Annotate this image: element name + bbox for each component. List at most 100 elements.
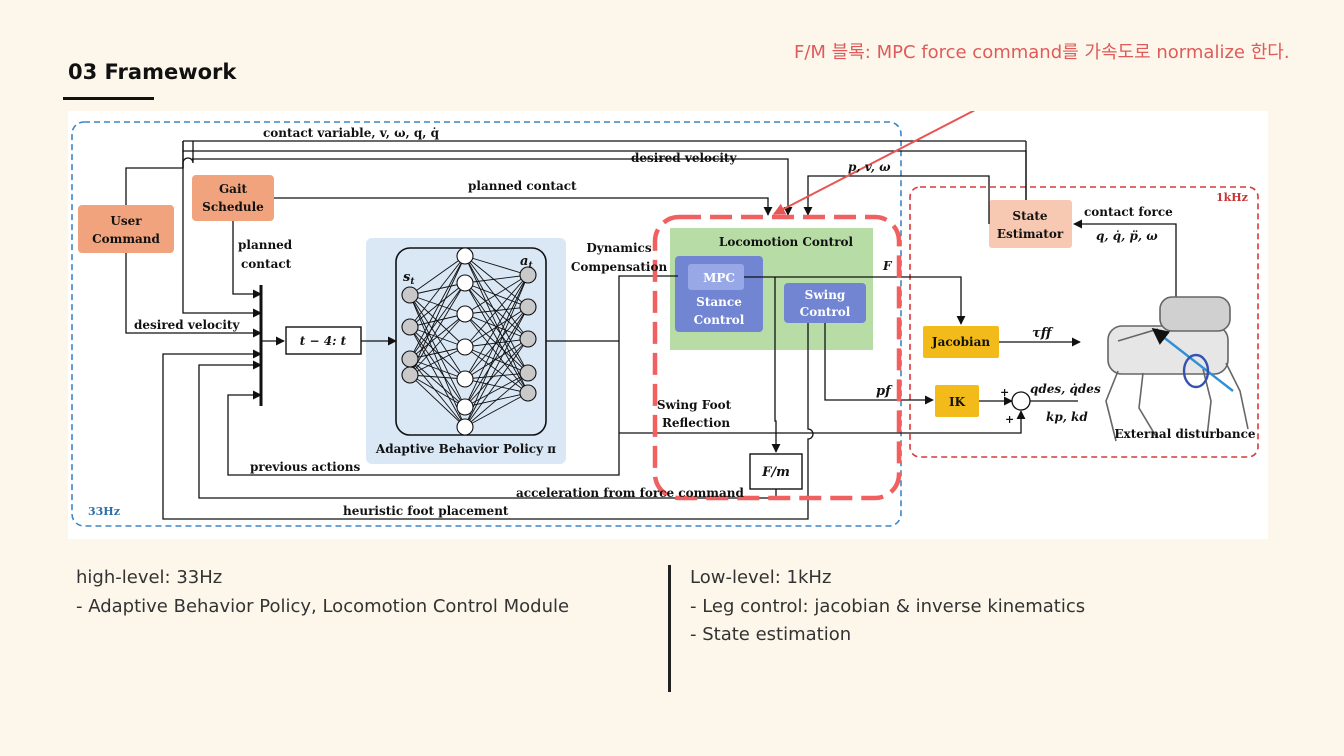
network-connection [464, 274, 529, 284]
annotation-note: F/M 블록: MPC force command를 가속도로 normaliz… [794, 42, 1290, 63]
note-line: - Leg control: jacobian & inverse kinema… [690, 595, 1086, 617]
network-connection [409, 346, 466, 376]
network-node [456, 370, 474, 388]
state-estimator-block [989, 200, 1072, 248]
quadruped-robot [1105, 296, 1249, 442]
network-connection [409, 255, 466, 360]
vertical-divider [668, 565, 671, 692]
dynamics-comp-label-2: Compensation [571, 260, 668, 274]
network-connection [464, 274, 529, 315]
policy-label: Adaptive Behavior Policy π [375, 442, 556, 456]
contact-force-label: contact force [1084, 205, 1173, 219]
state-estimator-label-1: State [1012, 209, 1048, 223]
planned-contact-left-2: contact [241, 257, 292, 271]
stance-control-label-2: Control [694, 313, 745, 327]
network-node [456, 338, 474, 356]
state-estimator-label-2: Estimator [997, 227, 1064, 241]
jacobian-label: Jacobian [931, 335, 990, 349]
pf-label: pf [876, 384, 893, 399]
plus-sign-2: + [1005, 413, 1014, 426]
network-connection [464, 274, 529, 348]
mpc-block [688, 264, 744, 290]
previous-actions-label: previous actions [250, 460, 360, 474]
tau-ff-label: τff [1032, 326, 1054, 341]
kp-kd-label: kp, kd [1046, 410, 1088, 424]
network-connection [464, 255, 529, 308]
annotation-arrow [772, 111, 976, 215]
swing-control-label-2: Control [800, 305, 851, 319]
desired-velocity-left-label: desired velocity [134, 318, 240, 332]
network-node [519, 298, 537, 316]
disturbance-arrows [1151, 327, 1234, 392]
network-connection [409, 282, 466, 328]
time-window-block [285, 326, 362, 355]
planned-contact-left-1: planned [238, 238, 293, 252]
stance-control-label-1: Stance [696, 295, 742, 309]
network-node [456, 418, 474, 436]
network-connection [409, 374, 466, 428]
network-node [401, 318, 419, 336]
network-connection [464, 306, 529, 408]
desired-velocity-top-label: desired velocity [631, 151, 737, 165]
qdes-label: qdes, q̇des [1030, 382, 1101, 396]
network-connection [409, 358, 466, 408]
note-line: - State estimation [690, 624, 852, 645]
network-connection [464, 346, 529, 374]
network-connection [464, 255, 529, 276]
network-connection [409, 313, 466, 376]
network-connection [464, 338, 529, 408]
network-connection [464, 372, 529, 380]
note-line: Low-level: 1kHz [690, 567, 832, 588]
network-connection [464, 372, 529, 428]
network-connection [409, 282, 466, 376]
network-node [401, 286, 419, 304]
network-connection [464, 392, 529, 428]
network-node [519, 266, 537, 284]
network-connection [464, 346, 529, 394]
gait-schedule-label-2: Schedule [202, 200, 264, 214]
page-title: 03 Framework [68, 60, 237, 84]
high-level-notes: high-level: 33Hz - Adaptive Behavior Pol… [76, 564, 569, 621]
mpc-label: MPC [703, 271, 735, 285]
network-connection [464, 313, 529, 394]
user-command-label-1: User [110, 214, 142, 228]
gait-schedule-block [192, 175, 274, 221]
network-node [456, 247, 474, 265]
network-connection [409, 358, 466, 380]
network-node [519, 384, 537, 402]
user-command-block [78, 205, 174, 253]
network-connection [409, 282, 466, 296]
swing-foot-label-1: Swing Foot [657, 398, 732, 412]
low-level-notes: Low-level: 1kHz - Leg control: jacobian … [690, 564, 1085, 650]
network-connection [464, 282, 529, 374]
dynamics-comp-label-1: Dynamics [586, 241, 651, 255]
fm-block [749, 453, 803, 490]
low-level-frame [909, 186, 1259, 458]
network-connection [409, 294, 466, 408]
network-connection [409, 282, 466, 360]
external-disturbance-label: External disturbance [1114, 427, 1256, 441]
output-symbol: at [520, 254, 533, 271]
heuristic-foot-label: heuristic foot placement [343, 504, 509, 518]
network-connection [409, 255, 466, 296]
contact-variable-label: contact variable, v, ω, q, q̇ [263, 126, 440, 140]
plus-sign-1: + [1000, 386, 1009, 399]
network-connection [464, 338, 529, 380]
swing-control-block [784, 283, 866, 323]
network-connection [464, 274, 529, 428]
neural-network [401, 247, 537, 436]
ik-label: IK [949, 395, 966, 409]
accel-force-label: acceleration from force command [516, 486, 744, 500]
network-connection [409, 374, 466, 380]
user-command-label-2: Command [92, 232, 160, 246]
network-connection [464, 274, 529, 380]
gait-schedule-label-1: Gait [219, 182, 248, 196]
network-connection [409, 374, 466, 408]
network-connection [409, 313, 466, 360]
swing-foot-label-2: Reflection [662, 416, 730, 430]
force-F-label: F [882, 259, 893, 273]
network-node [519, 364, 537, 382]
signal-wires [125, 140, 1177, 520]
network-node [456, 274, 474, 292]
network-connection [464, 338, 529, 428]
